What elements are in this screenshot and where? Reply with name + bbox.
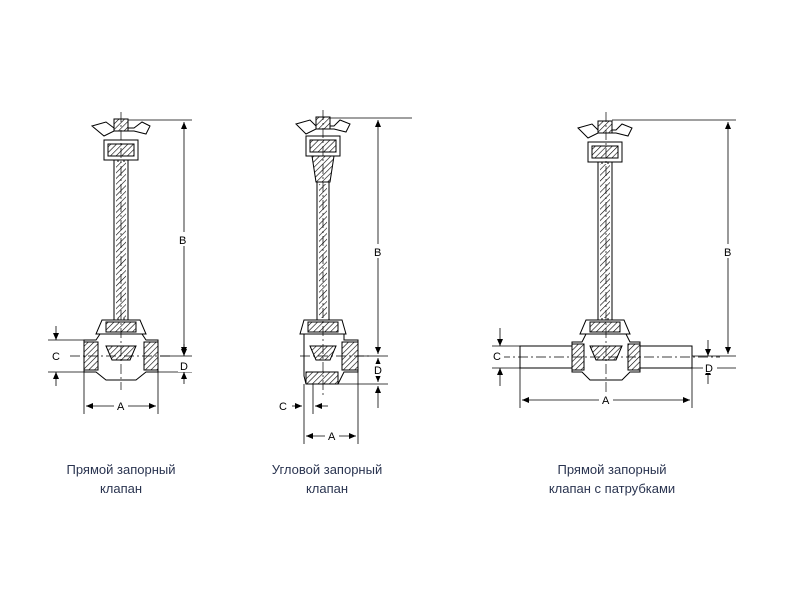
caption-line: клапан xyxy=(99,481,143,496)
dim-a-label-angle: A xyxy=(328,431,336,443)
dim-d-label-angle: D xyxy=(374,365,382,377)
caption-stub-valve: Прямой запорный клапан с патрубками xyxy=(502,460,722,498)
dim-b-label-straight: B xyxy=(179,235,186,247)
caption-line: Прямой запорный xyxy=(66,462,176,477)
stub-valve-drawing xyxy=(500,112,720,392)
angle-valve-drawing xyxy=(295,110,372,396)
dim-a-label-stub: A xyxy=(602,395,610,407)
dim-c-label-angle: C xyxy=(279,401,287,413)
caption-angle-valve: Угловой запорный клапан xyxy=(217,460,437,498)
dim-b-label-stub: B xyxy=(724,247,731,259)
dim-a-label-straight: A xyxy=(117,401,125,413)
caption-line: Прямой запорный xyxy=(557,462,667,477)
dim-d-label-stub: D xyxy=(705,363,713,375)
angle-valve-dimensions xyxy=(292,117,412,444)
caption-line: клапан с патрубками xyxy=(548,481,676,496)
dim-c-label-straight: C xyxy=(52,351,60,363)
dim-d-label-straight: D xyxy=(180,361,188,373)
caption-straight-valve: Прямой запорный клапан xyxy=(11,460,231,498)
straight-valve-drawing xyxy=(70,112,170,390)
caption-line: клапан xyxy=(305,481,349,496)
caption-line: Угловой запорный xyxy=(271,462,383,477)
dim-c-label-stub: C xyxy=(493,351,501,363)
dim-b-label-angle: B xyxy=(374,247,381,259)
